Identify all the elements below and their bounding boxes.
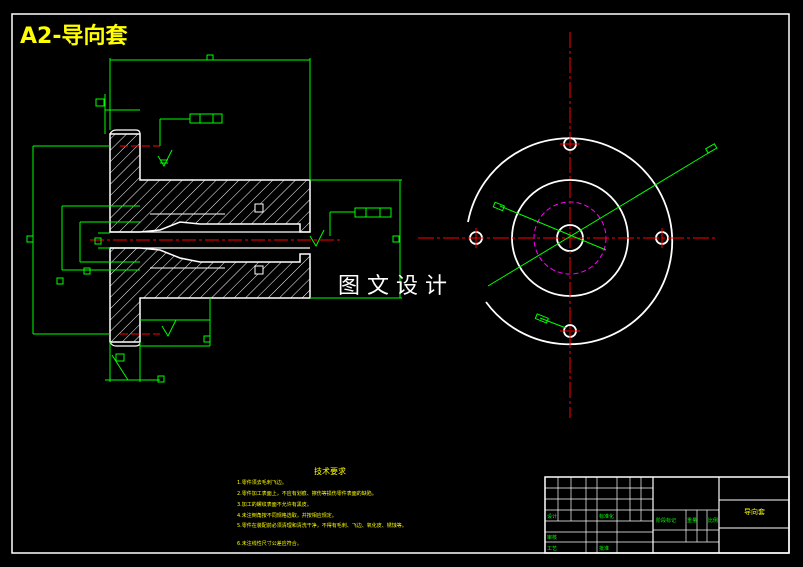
outer-circle [467,137,674,346]
title-block-cell: 阶段标记 [656,517,676,524]
title-block-cell: 比例 [708,517,718,524]
title-block [544,476,790,554]
dimensions [26,54,402,383]
title-block-cell: 工艺 [547,546,557,552]
title-block-cell: 设计 [547,513,557,520]
tech-requirements-heading: 技术要求 [314,466,346,476]
title-block-cell: 审核 [547,534,557,541]
title-block-cell: 批准 [599,545,609,552]
drawing-frame [11,13,790,554]
title-block-cell: 重量 [687,517,697,524]
tech-requirement-item: 5.零件在装配前必须清理和清洗干净，不得有毛刺、飞边、氧化皮、锈蚀等。 [237,522,407,529]
tech-requirements: 技术要求 1.零件须去毛刺飞边。 2.零件加工表面上，不应有划痕、擦伤等损伤零件… [237,466,407,547]
title-block-part-name: 导向套 [744,507,765,516]
title-block-cell: 标准化 [599,513,614,520]
end-view [418,32,718,418]
drawing-title: A2-导向套 [20,23,127,49]
tech-requirement-item: 3.加工的螺纹表面不允许有黑皮。 [237,501,312,508]
tech-requirement-item: 1.零件须去毛刺飞边。 [237,479,287,486]
section-view [90,129,340,347]
tech-requirement-item: 4.未注倒角按不同规格选取，并按相应规定。 [237,512,337,519]
tech-requirement-item: 2.零件加工表面上，不应有划痕、擦伤等损伤零件表面的缺陷。 [237,490,377,497]
tech-requirement-item: 6.未注线性尺寸公差应符合。 [237,540,302,547]
watermark-text: 图 文 设 计 [338,274,447,299]
